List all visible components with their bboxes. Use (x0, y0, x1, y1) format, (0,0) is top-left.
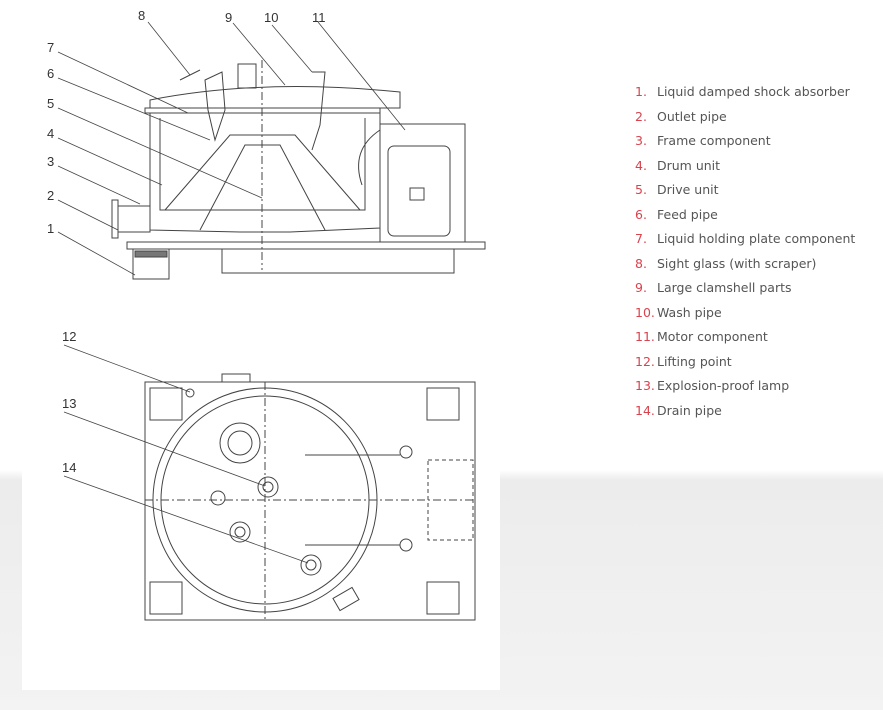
legend-text: Feed pipe (657, 206, 718, 222)
shock-absorber (132, 248, 170, 280)
legend-item: 13.Explosion-proof lamp (635, 376, 855, 401)
callout-6: 6 (47, 66, 54, 81)
parts-legend: 1. Liquid damped shock absorber 2. Outlet p… (635, 82, 855, 425)
top-view (63, 344, 476, 621)
legend-item: 10.Wash pipe (635, 303, 855, 328)
callout-11: 11 (312, 10, 326, 25)
legend-item: 12.Lifting point (635, 352, 855, 377)
legend-item: 1. Liquid damped shock absorber (635, 82, 855, 107)
legend-text: Drive unit (657, 182, 719, 197)
belt-guard (358, 129, 381, 186)
legend-text: Drum unit (657, 157, 721, 173)
legend-number: 11. (635, 329, 655, 344)
callout-8: 8 (138, 8, 145, 23)
legend-number: 3. (635, 133, 647, 148)
legend-number: 2. (635, 108, 647, 124)
callout-12: 12 (62, 329, 76, 344)
side-callout-lines (57, 21, 406, 276)
motor (387, 145, 451, 237)
feed-pipe (204, 71, 226, 142)
side-view (57, 21, 486, 280)
legend-number: 13. (635, 378, 655, 393)
sight-glass-top (219, 422, 261, 464)
callout-9: 9 (225, 10, 232, 25)
legend-number: 1. (635, 84, 647, 99)
side-labels: 1 2 3 4 5 6 7 8 9 10 11 (47, 8, 326, 236)
casing (149, 113, 381, 233)
legend-text: Explosion-proof lamp (657, 378, 790, 393)
legend-item: 8. Sight glass (with scraper) (635, 254, 855, 279)
base-outline (144, 381, 476, 621)
motor-frame (379, 123, 466, 243)
sight-fitting (237, 63, 257, 89)
legend-item: 7. Liquid holding plate component (635, 229, 855, 254)
legend-item: 14.Drain pipe (635, 401, 855, 426)
callout-3: 3 (47, 154, 54, 169)
callout-5: 5 (47, 96, 54, 111)
wash-pipe (311, 71, 326, 151)
legend-number: 9. (635, 280, 647, 295)
explosion-proof-lamp (257, 476, 279, 498)
base-frame (126, 241, 486, 250)
legend-number: 7. (635, 231, 647, 246)
base-plate (221, 248, 455, 274)
callout-4: 4 (47, 126, 54, 141)
callout-14: 14 (62, 460, 76, 475)
callout-7: 7 (47, 40, 54, 55)
callout-13: 13 (62, 396, 76, 411)
callout-1: 1 (47, 221, 54, 236)
lifting-point (185, 388, 195, 398)
legend-item: 4. Drum unit (635, 156, 855, 181)
legend-text: Liquid holding plate component (657, 231, 856, 246)
callout-10: 10 (264, 10, 278, 25)
legend-item: 11.Motor component (635, 327, 855, 352)
legend-item: 5. Drive unit (635, 180, 855, 205)
legend-number: 10. (635, 304, 655, 320)
legend-text: Large clamshell parts (657, 280, 792, 295)
clamshell-lid (149, 86, 401, 109)
drawing-panel (22, 84, 500, 690)
legend-text: Drain pipe (657, 402, 722, 418)
legend-number: 5. (635, 182, 647, 197)
legend-number: 8. (635, 255, 647, 271)
legend-item: 3. Frame component (635, 131, 855, 156)
legend-text: Lifting point (657, 353, 732, 369)
legend-item: 2. Outlet pipe (635, 107, 855, 132)
top-callout-lines (63, 344, 309, 564)
legend-number: 12. (635, 353, 655, 369)
callout-2: 2 (47, 188, 54, 203)
legend-number: 4. (635, 157, 647, 173)
legend-item: 9. Large clamshell parts (635, 278, 855, 303)
legend-number: 6. (635, 206, 647, 222)
drain-pipe (300, 554, 322, 576)
legend-text: Outlet pipe (657, 108, 727, 124)
legend-text: Liquid damped shock absorber (657, 84, 850, 99)
outlet-pipe (111, 199, 119, 239)
legend-text: Wash pipe (657, 304, 722, 320)
legend-text: Frame component (657, 133, 771, 148)
legend-number: 14. (635, 402, 655, 418)
legend-item: 6. Feed pipe (635, 205, 855, 230)
legend-text: Motor component (657, 329, 768, 344)
legend-text: Sight glass (with scraper) (657, 255, 817, 271)
